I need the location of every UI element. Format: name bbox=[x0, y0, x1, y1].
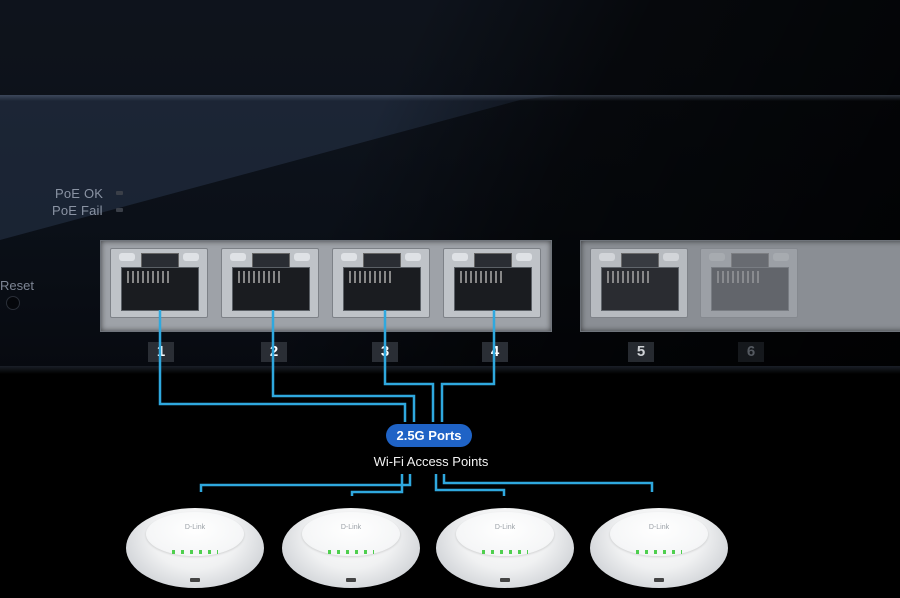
poe-ok-label: PoE OK bbox=[55, 186, 104, 201]
poe-fail-label: PoE Fail bbox=[52, 203, 103, 218]
access-points-caption: Wi-Fi Access Points bbox=[373, 454, 489, 469]
cable-port-4 bbox=[440, 310, 496, 422]
poe-ok-led bbox=[116, 191, 123, 195]
cable-port-3 bbox=[383, 310, 435, 422]
ap-logo: D-Link bbox=[340, 524, 362, 531]
ap-status-leds bbox=[636, 550, 682, 554]
ethernet-port-5[interactable] bbox=[590, 248, 688, 318]
chassis-bottom-edge bbox=[0, 366, 900, 374]
cable-ap-1 bbox=[199, 474, 412, 492]
ap-logo: D-Link bbox=[648, 524, 670, 531]
port-number-6: 6 bbox=[738, 342, 764, 362]
cable-ap-3 bbox=[434, 474, 506, 496]
ap-status-leds bbox=[482, 550, 528, 554]
cable-port-1 bbox=[158, 310, 407, 422]
poe-fail-led bbox=[116, 208, 123, 212]
access-point-3: D-Link bbox=[436, 500, 574, 592]
ap-logo: D-Link bbox=[494, 524, 516, 531]
cable-lines bbox=[158, 310, 654, 496]
cable-ap-2 bbox=[350, 474, 404, 496]
ethernet-port-1[interactable] bbox=[110, 248, 208, 318]
access-point-2: D-Link bbox=[282, 500, 420, 592]
cable-port-2 bbox=[271, 310, 416, 422]
ethernet-port-3[interactable] bbox=[332, 248, 430, 318]
ethernet-port-6[interactable] bbox=[700, 248, 798, 318]
reset-button[interactable] bbox=[6, 296, 20, 310]
reset-label: Reset bbox=[0, 278, 34, 293]
ethernet-port-2[interactable] bbox=[221, 248, 319, 318]
access-point-4: D-Link bbox=[590, 500, 728, 592]
ap-status-leds bbox=[328, 550, 374, 554]
ports-badge: 2.5G Ports bbox=[386, 424, 472, 447]
access-point-1: D-Link bbox=[126, 500, 264, 592]
cable-ap-4 bbox=[442, 474, 654, 492]
ap-status-leds bbox=[172, 550, 218, 554]
port-number-5: 5 bbox=[628, 342, 654, 362]
chassis-bevel bbox=[0, 95, 900, 101]
ap-logo: D-Link bbox=[184, 524, 206, 531]
ethernet-port-4[interactable] bbox=[443, 248, 541, 318]
